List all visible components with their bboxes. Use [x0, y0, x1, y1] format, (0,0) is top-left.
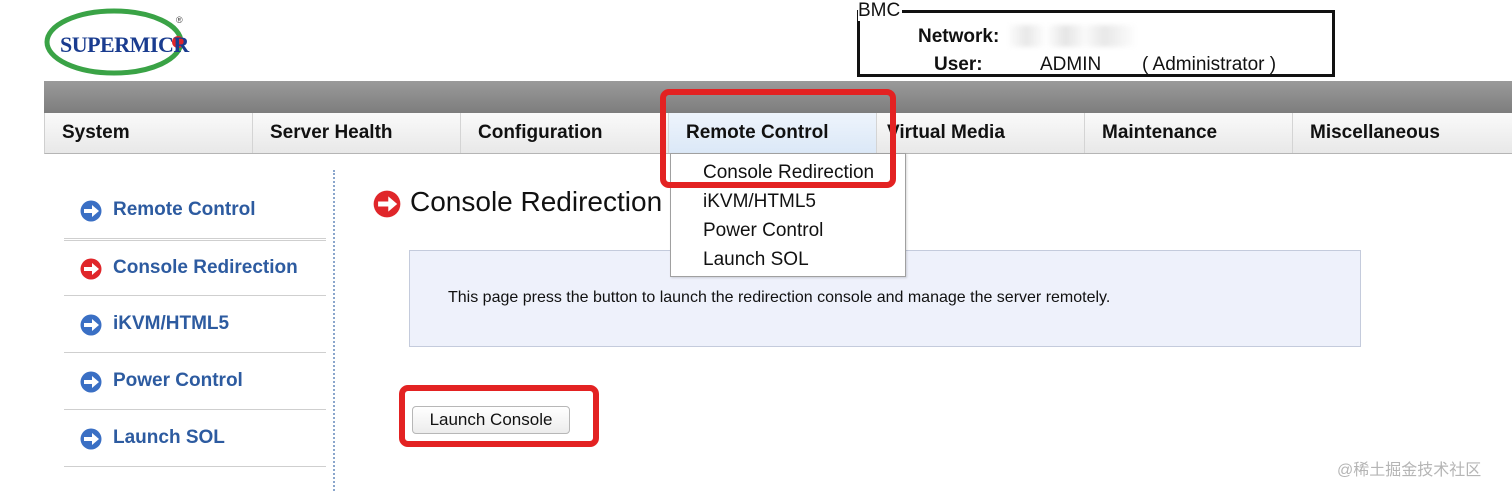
user-value: ADMIN	[1040, 54, 1102, 75]
launch-console-button[interactable]: Launch Console	[412, 406, 570, 434]
sidebar-item-ikvm-html5[interactable]: iKVM/HTML5	[64, 297, 326, 353]
arrow-circle-right-icon	[80, 428, 102, 450]
nav-configuration[interactable]: Configuration	[461, 113, 669, 153]
page-title-arrow-icon	[373, 190, 401, 218]
watermark: @稀土掘金技术社区	[1337, 462, 1482, 479]
user-role: ( Administrator )	[1142, 54, 1277, 75]
sidebar-item-console-redirection[interactable]: Console Redirection	[64, 240, 326, 296]
arrow-circle-right-red-icon	[80, 258, 102, 280]
remote-control-dropdown: Console Redirection iKVM/HTML5 Power Con…	[670, 153, 906, 277]
nav-server-health[interactable]: Server Health	[253, 113, 461, 153]
main-nav: System Server Health Configuration Remot…	[44, 113, 1512, 154]
dropdown-item-ikvm-html5[interactable]: iKVM/HTML5	[703, 191, 816, 212]
sidebar-item-power-control[interactable]: Power Control	[64, 354, 326, 410]
dropdown-item-launch-sol[interactable]: Launch SOL	[703, 249, 809, 270]
header-bar	[44, 81, 1512, 113]
nav-virtual-media[interactable]: Virtual Media	[877, 113, 1085, 153]
sidebar-item-label: Remote Control	[113, 199, 256, 220]
supermicro-logo: SUPERMICR ®	[44, 6, 190, 76]
page-title: Console Redirection	[410, 186, 663, 217]
logo-text: SUPERMICR	[60, 32, 189, 57]
dropdown-item-power-control[interactable]: Power Control	[703, 220, 824, 241]
sidebar-item-label: Launch SOL	[113, 427, 225, 448]
bmc-info-box	[857, 10, 1335, 77]
sidebar-item-label: Console Redirection	[113, 257, 298, 278]
arrow-circle-right-icon	[80, 371, 102, 393]
nav-miscellaneous[interactable]: Miscellaneous	[1310, 122, 1440, 143]
sidebar-item-label: iKVM/HTML5	[113, 313, 230, 334]
sidebar-item-remote-control[interactable]: Remote Control	[64, 183, 326, 239]
nav-remote-control[interactable]: Remote Control	[669, 113, 877, 153]
sidebar-item-label: Power Control	[113, 370, 243, 391]
nav-system[interactable]: System	[45, 113, 253, 153]
nav-maintenance[interactable]: Maintenance	[1085, 113, 1293, 153]
logo-registered-mark: ®	[176, 15, 183, 25]
dropdown-item-console-redirection[interactable]: Console Redirection	[703, 162, 875, 183]
arrow-circle-right-icon	[80, 200, 102, 222]
info-description: This page press the button to launch the…	[448, 289, 1111, 306]
logo-swoosh-icon	[44, 8, 184, 76]
bmc-legend: BMC	[858, 0, 903, 21]
sidebar-divider	[333, 170, 335, 491]
user-label: User:	[934, 54, 983, 75]
sidebar-item-launch-sol[interactable]: Launch SOL	[64, 411, 326, 467]
arrow-circle-right-icon	[80, 314, 102, 336]
network-label: Network:	[918, 26, 1000, 47]
network-value-redacted	[1007, 25, 1137, 47]
